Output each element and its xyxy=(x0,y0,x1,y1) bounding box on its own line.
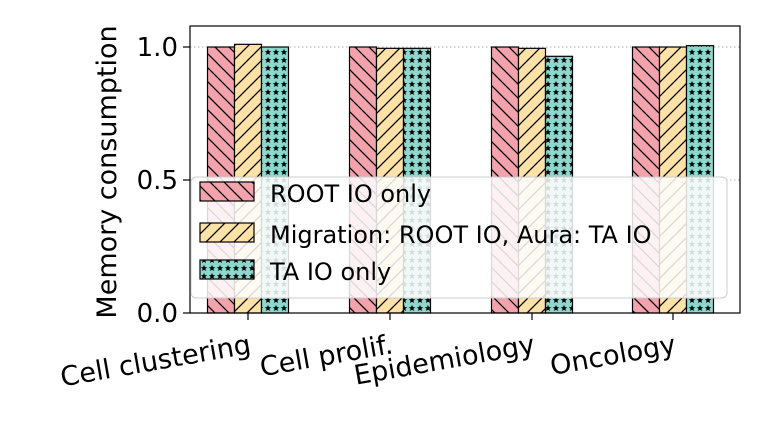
x-tick-label: Cell clustering xyxy=(58,329,253,393)
legend-box xyxy=(190,176,728,299)
y-tick-label: 0.0 xyxy=(137,299,178,329)
plot-frame xyxy=(189,25,741,314)
legend-label: Migration: ROOT IO, Aura: TA IO xyxy=(270,221,652,249)
legend-swatch-hatch xyxy=(199,259,255,280)
legend-swatch-hatch xyxy=(199,222,255,243)
legend-swatch-hatch xyxy=(199,181,255,202)
y-axis: 0.0 0.5 1.0 xyxy=(137,33,190,329)
x-tick-label: Oncology xyxy=(548,329,678,382)
y-tick-label: 1.0 xyxy=(137,33,178,63)
y-axis-label: Memory consumption xyxy=(92,25,123,318)
legend-label: TA IO only xyxy=(269,258,391,286)
y-tick-label: 0.5 xyxy=(137,166,178,196)
legend-label: ROOT IO only xyxy=(270,180,431,208)
